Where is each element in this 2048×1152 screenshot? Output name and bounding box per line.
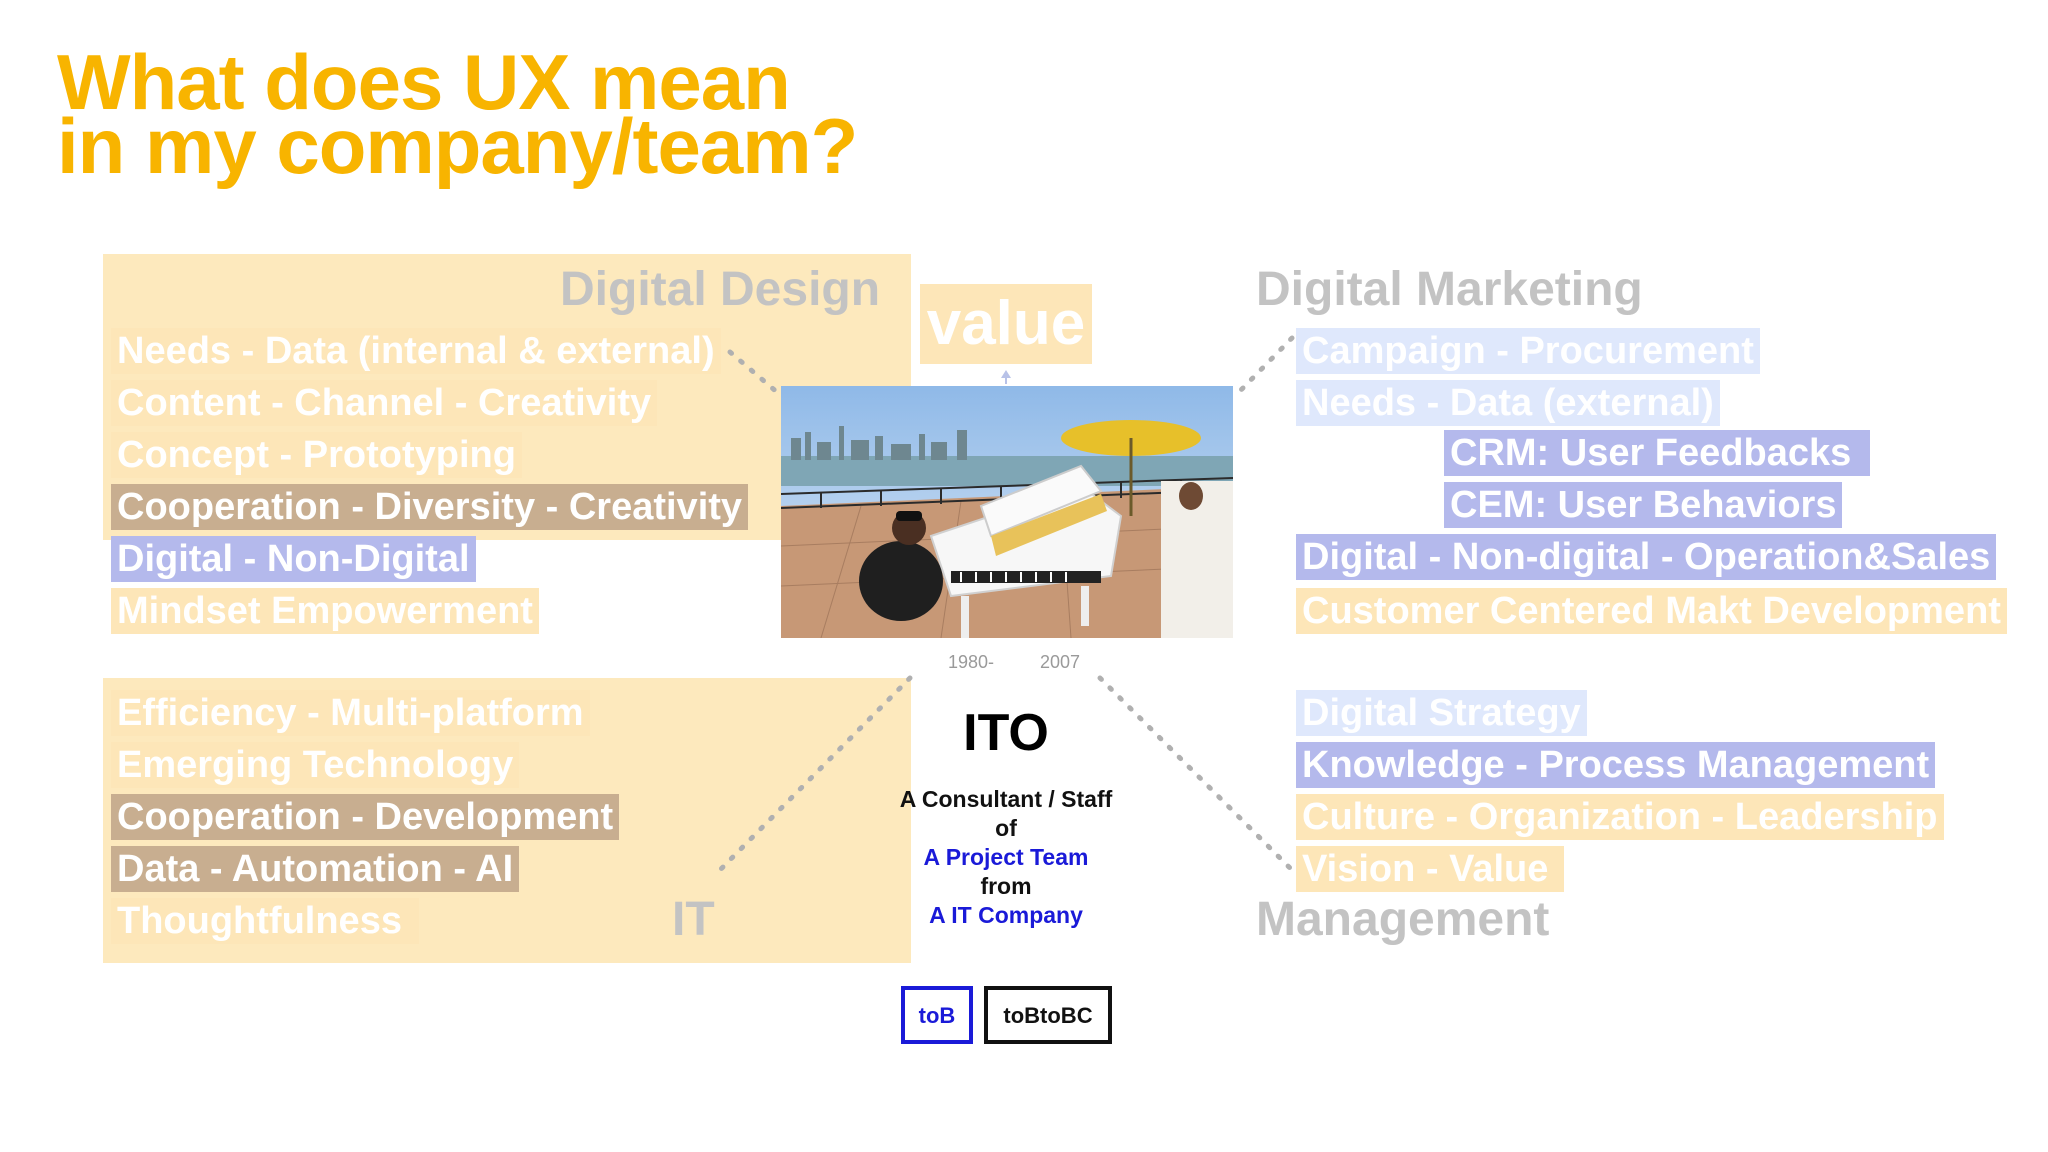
dm-item-needs-data: Needs - Data (external) [1296, 380, 1720, 426]
digital-design-heading: Digital Design [560, 263, 881, 316]
year-end: 2007 [1040, 652, 1081, 672]
mg-item-digital-strategy: Digital Strategy [1296, 690, 1587, 736]
desc-line-it-company: A IT Company [929, 902, 1083, 928]
desc-line-of: of [995, 815, 1017, 841]
it-item-efficiency: Efficiency - Multi-platform [111, 690, 590, 736]
dm-item-cem: CEM: User Behaviors [1444, 482, 1843, 528]
mg-item-knowledge-process: Knowledge - Process Management [1296, 742, 1936, 788]
connector-management [1097, 675, 1295, 873]
dd-item-mindset-empowerment: Mindset Empowerment [111, 588, 539, 634]
tag-tob: toB [901, 986, 973, 1044]
dd-item-cooperation-diversity: Cooperation - Diversity - Creativity [111, 484, 749, 530]
year-start: 1980- [948, 652, 995, 672]
dm-item-customer-centered: Customer Centered Makt Development [1296, 588, 2007, 634]
management-heading: Management [1256, 893, 1550, 946]
dm-item-crm: CRM: User Feedbacks [1444, 430, 1870, 476]
it-item-data-automation-ai: Data - Automation - AI [111, 846, 520, 892]
tag-tobtobc: toBtoBC [984, 986, 1112, 1044]
mg-item-culture-organization: Culture - Organization - Leadership [1296, 794, 1944, 840]
dd-item-digital-non-digital: Digital - Non-Digital [111, 536, 476, 582]
desc-line-from: from [980, 873, 1032, 899]
connector-digital-design [727, 349, 781, 396]
dd-item-needs-data: Needs - Data (internal & external) [111, 328, 721, 374]
ito-description: A Consultant / Staff of A Project Team f… [860, 785, 1152, 930]
dd-item-content-channel: Content - Channel - Creativity [111, 380, 658, 426]
it-item-thoughtfulness: Thoughtfulness [111, 898, 419, 944]
slide-title: What does UX mean in my company/team? [57, 38, 858, 190]
desc-line-consultant: A Consultant / Staff [899, 786, 1113, 812]
connector-it [717, 675, 913, 873]
ito-name: ITO [963, 704, 1049, 762]
value-label: value [920, 284, 1092, 364]
dd-item-concept-prototyping: Concept - Prototyping [111, 432, 522, 478]
value-arrowhead [1001, 370, 1011, 378]
it-item-cooperation-development: Cooperation - Development [111, 794, 620, 840]
mg-item-vision-value: Vision - Value [1296, 846, 1564, 892]
dm-item-digital-operation: Digital - Non-digital - Operation&Sales [1296, 534, 1997, 580]
connector-digital-marketing [1235, 335, 1295, 396]
digital-marketing-heading: Digital Marketing [1256, 263, 1643, 316]
dm-item-campaign: Campaign - Procurement [1296, 328, 1760, 374]
piano-scene-image [781, 386, 1233, 638]
it-heading: IT [672, 893, 715, 946]
desc-line-project-team: A Project Team [923, 844, 1089, 870]
it-item-emerging-tech: Emerging Technology [111, 742, 520, 788]
